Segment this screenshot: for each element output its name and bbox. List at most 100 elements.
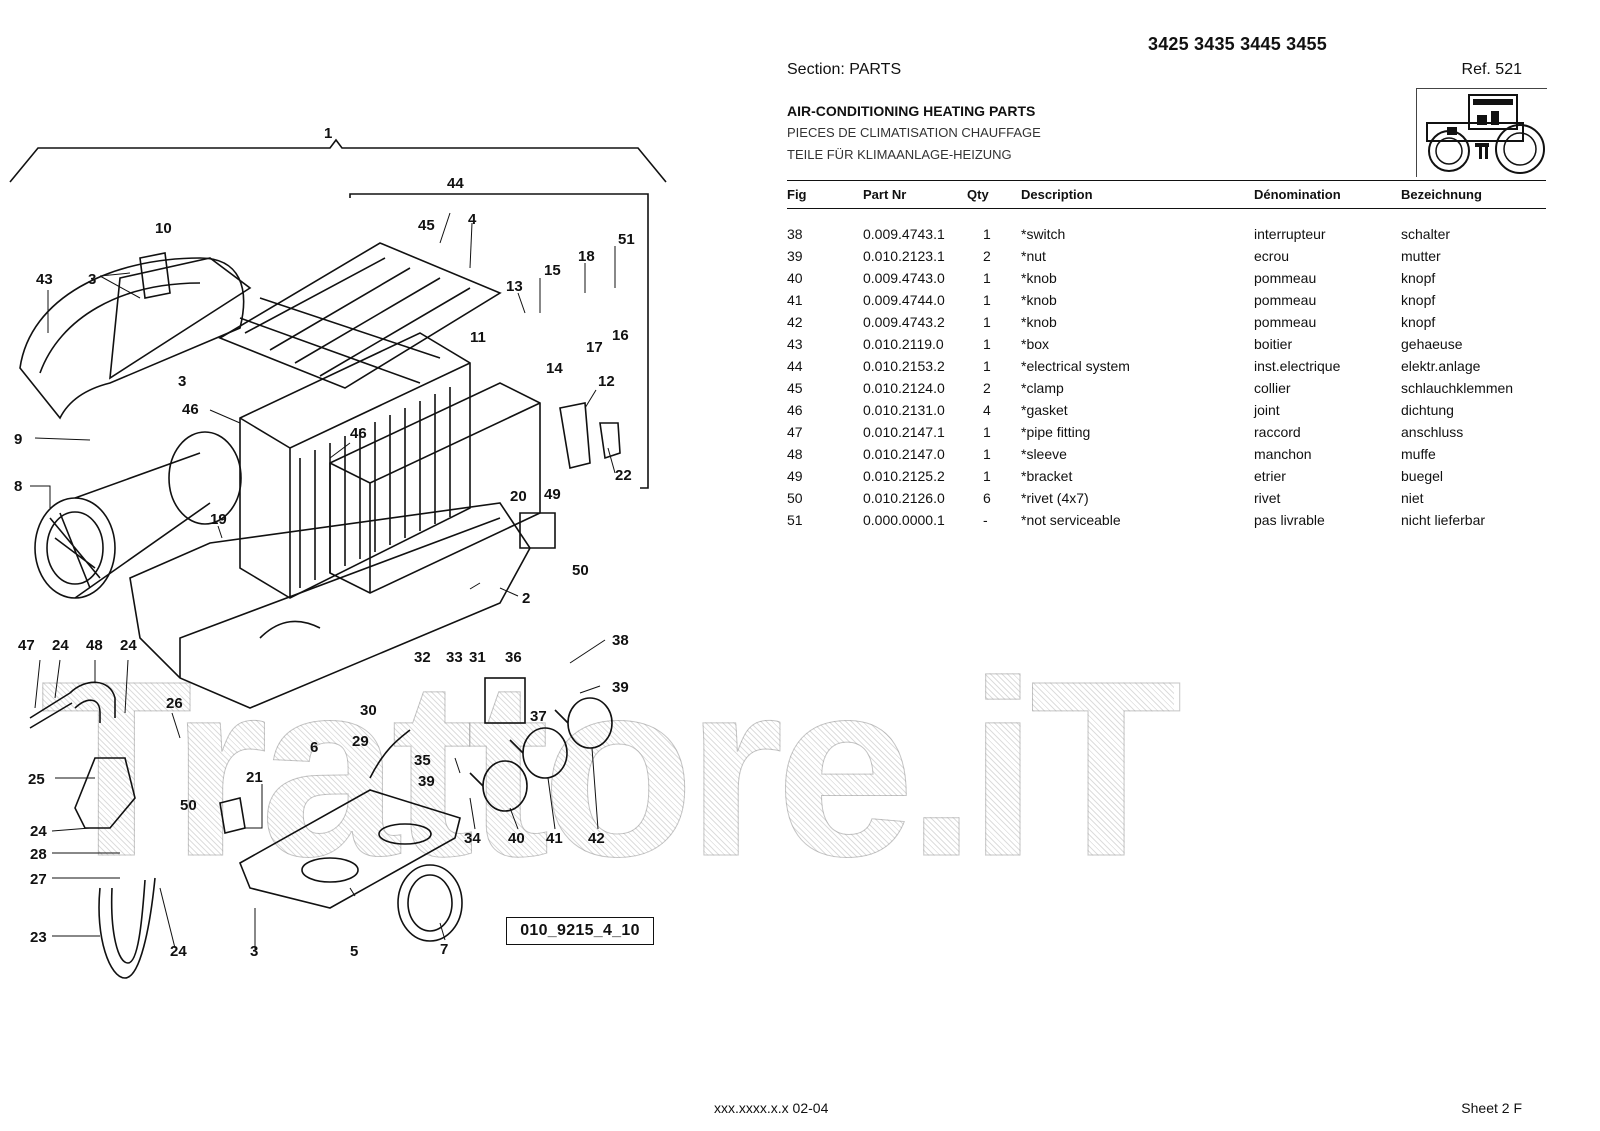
callout-label: 24 [170,943,187,960]
callout-label: 4 [468,211,477,228]
fig-cell: 50 [787,490,803,506]
callout-label: 1 [324,125,332,142]
callout-label: 21 [246,769,263,786]
qty-cell: 6 [983,490,991,506]
callout-label: 30 [360,702,377,719]
description-cell: *bracket [1021,468,1073,484]
callout-label: 13 [506,278,523,295]
callout-label: 37 [530,708,547,725]
denomination-cell: boitier [1254,336,1293,352]
denomination-cell: etrier [1254,468,1286,484]
callout-label: 22 [615,467,632,484]
watermark: Trattore.iT [39,625,1182,912]
callout-label: 34 [464,830,481,847]
callout-label: 14 [546,360,563,377]
description-cell: *rivet (4x7) [1021,490,1089,506]
diagram-linework [9,138,667,979]
sheet-number: Sheet 2 F [1461,1100,1522,1116]
col-description: Description [1021,180,1254,209]
fig-cell: 42 [787,314,803,330]
callout-label: 3 [178,373,186,390]
description-cell: *knob [1021,314,1057,330]
description-cell: *switch [1021,226,1066,242]
denomination-cell: inst.electrique [1254,358,1341,374]
callout-label: 24 [120,637,137,654]
callout-label: 40 [508,830,525,847]
denomination-cell: pommeau [1254,292,1317,308]
bezeichnung-cell: knopf [1401,270,1436,286]
description-cell: *clamp [1021,380,1064,396]
callout-label: 46 [182,401,199,418]
part-nr-cell: 0.010.2119.0 [863,336,944,352]
callout-label: 42 [588,830,605,847]
denomination-cell: pommeau [1254,314,1317,330]
callout-label: 33 [446,649,463,666]
part-nr-cell: 0.009.4744.0 [863,292,945,308]
description-cell: *electrical system [1021,358,1130,374]
qty-cell: - [983,512,988,528]
drawing-code-box: 010_9215_4_10 [506,917,654,945]
bezeichnung-cell: anschluss [1401,424,1464,440]
callout-label: 47 [18,637,35,654]
bezeichnung-cell: elektr.anlage [1401,358,1481,374]
fig-cell: 39 [787,248,803,264]
callout-label: 11 [470,329,486,346]
callout-label: 48 [86,637,103,654]
description-cell: *pipe fitting [1021,424,1091,440]
qty-cell: 2 [983,380,991,396]
callout-label: 46 [350,425,367,442]
callout-label: 20 [510,488,527,505]
reference-number: Ref. 521 [1461,61,1522,78]
part-nr-cell: 0.010.2147.1 [863,424,945,440]
part-nr-cell: 0.010.2123.1 [863,248,945,264]
tractor-icon [1426,94,1545,174]
callout-label: 9 [14,431,22,448]
tractor-thumbnail [1416,88,1547,177]
bezeichnung-cell: schlauchklemmen [1401,380,1514,396]
description-cell: *knob [1021,270,1057,286]
qty-cell: 1 [983,336,991,352]
part-nr-cell: 0.000.0000.1 [863,512,945,528]
callout-label: 25 [28,771,45,788]
leader-lines [30,212,616,950]
part-nr-cell: 0.009.4743.1 [863,226,945,242]
part-nr-cell: 0.010.2126.0 [863,490,945,506]
callout-label: 32 [414,649,431,666]
callout-label: 23 [30,929,47,946]
callout-label: 6 [310,739,318,756]
fig-cell: 47 [787,424,803,440]
callout-label: 31 [469,649,486,666]
col-part-nr: Part Nr [863,180,967,209]
fig-cell: 40 [787,270,803,286]
callout-label: 7 [440,941,448,958]
callout-label: 15 [544,262,561,279]
col-bezeichnung: Bezeichnung [1401,180,1546,209]
denomination-cell: rivet [1254,490,1281,506]
part-nr-cell: 0.010.2125.2 [863,468,945,484]
table-header-row: Fig Part Nr Qty Description Dénomination… [787,180,1546,209]
description-cell: *sleeve [1021,446,1067,462]
bezeichnung-cell: gehaeuse [1401,336,1463,352]
fig-cell: 46 [787,402,803,418]
qty-cell: 1 [983,446,991,462]
callout-label: 50 [180,797,197,814]
part-nr-cell: 0.009.4743.2 [863,314,945,330]
fig-cell: 44 [787,358,803,374]
qty-cell: 1 [983,292,991,308]
qty-cell: 1 [983,468,991,484]
qty-cell: 1 [983,226,991,242]
callout-label: 36 [505,649,522,666]
callout-label: 35 [414,752,431,769]
page-title-de: TEILE FÜR KLIMAANLAGE-HEIZUNG [787,147,1012,162]
description-cell: *gasket [1021,402,1068,418]
callout-label: 17 [586,339,603,356]
col-denomination: Dénomination [1254,180,1401,209]
part-nr-cell: 0.010.2153.2 [863,358,945,374]
